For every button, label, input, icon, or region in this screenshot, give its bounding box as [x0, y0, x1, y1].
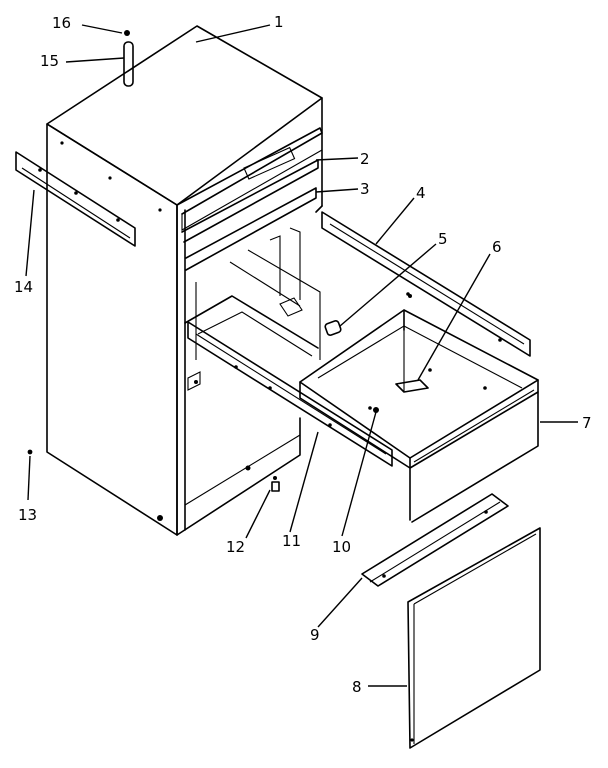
drawer-part-7: [299, 292, 539, 523]
label-3: 3: [360, 180, 370, 198]
front-bracket-part-9: [361, 493, 509, 587]
drawer-slide-part-4: [321, 211, 531, 357]
handle-part-15: [123, 41, 134, 87]
label-4: 4: [416, 184, 426, 202]
screw-part-13: [27, 449, 33, 455]
side-rail-part-14: [15, 151, 136, 247]
label-12: 12: [226, 538, 245, 556]
label-6: 6: [492, 238, 502, 256]
label-1: 1: [274, 13, 284, 31]
label-13: 13: [18, 506, 37, 524]
roller-part-5: [324, 320, 342, 336]
label-9: 9: [310, 626, 320, 644]
screw-part-10: [373, 407, 379, 413]
part-labels: 1 2 3 4 5 6 7 8 9 10 11 12 13 14 15 16: [14, 13, 592, 696]
label-7: 7: [582, 414, 592, 432]
label-14: 14: [14, 278, 33, 296]
label-16: 16: [52, 14, 71, 32]
label-5: 5: [438, 230, 448, 248]
label-15: 15: [40, 52, 59, 70]
label-10: 10: [332, 538, 351, 556]
screw-part-12: [271, 476, 280, 492]
label-11: 11: [282, 532, 301, 550]
label-8: 8: [352, 678, 362, 696]
cabinet-body: [46, 25, 323, 536]
bracket-part-6: [395, 379, 429, 393]
drawer-front-part-8: [407, 527, 541, 749]
drawer-slide-part-11: [187, 321, 393, 467]
leader-lines: [25, 24, 578, 687]
label-2: 2: [360, 150, 370, 168]
screw-part-16: [124, 30, 130, 36]
